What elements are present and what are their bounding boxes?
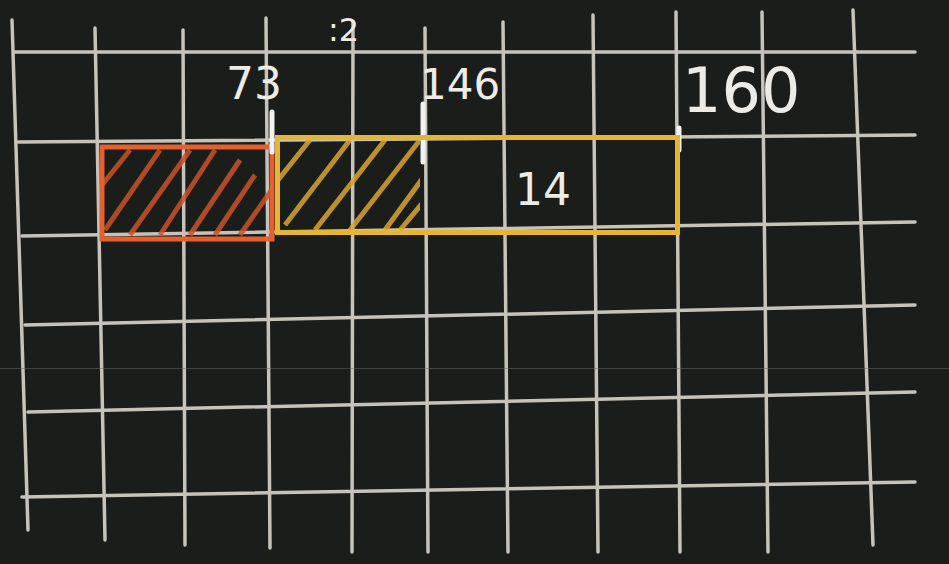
yellow-hatch <box>278 140 420 230</box>
number-label: 73 <box>226 62 282 106</box>
marker-ticks <box>272 104 679 162</box>
bar-box: 14 <box>275 135 680 235</box>
orange-bar <box>102 147 272 239</box>
orange-hatch <box>102 150 270 235</box>
bar-value: 14 <box>515 168 571 212</box>
number-label: 160 <box>682 60 800 122</box>
operator-label: :2 <box>328 14 359 46</box>
grid-lines <box>12 10 915 552</box>
number-label: 146 <box>420 64 500 106</box>
